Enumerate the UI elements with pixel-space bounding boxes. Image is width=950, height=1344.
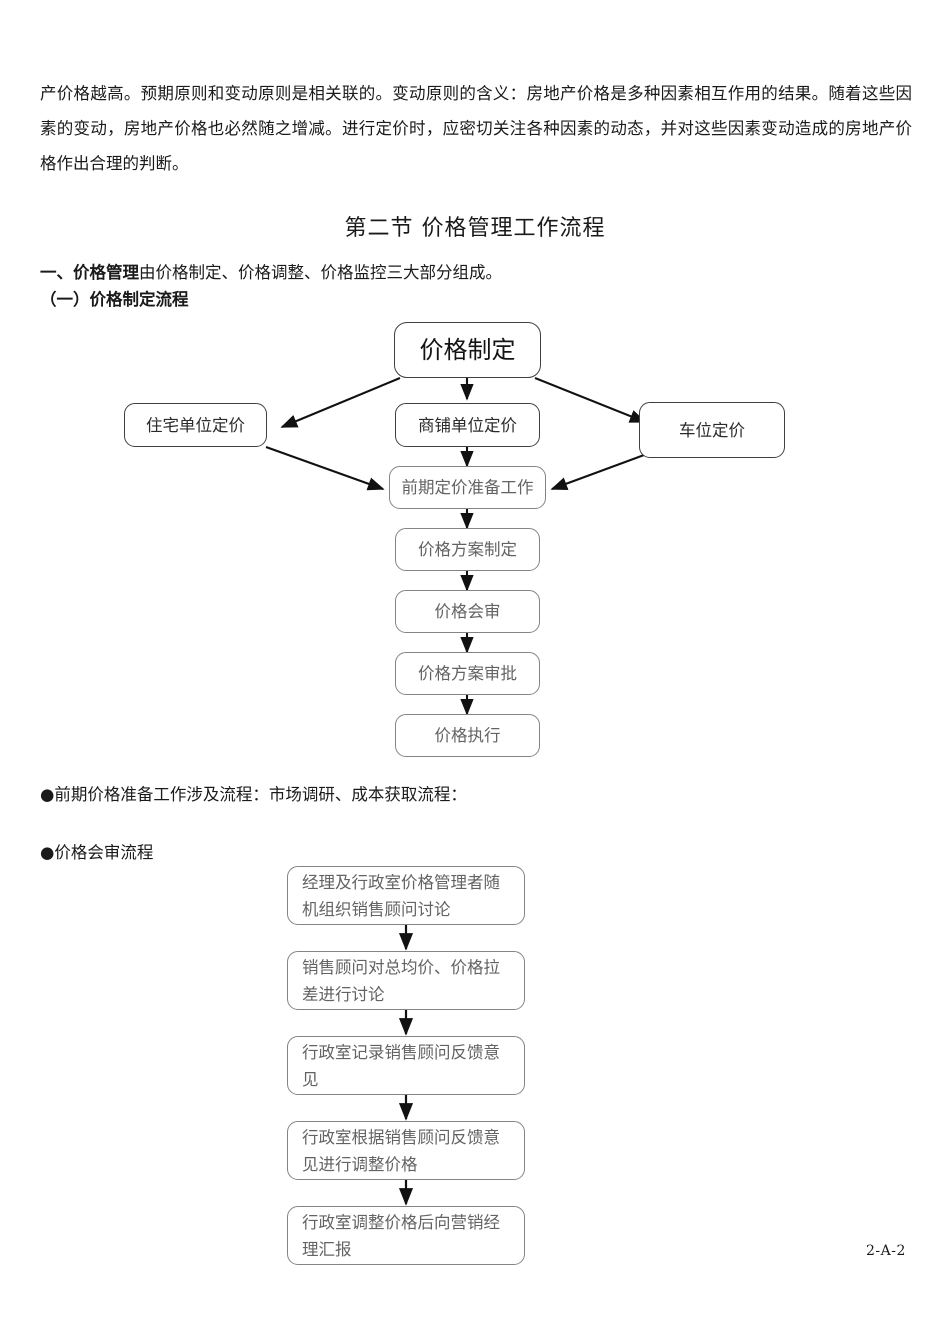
flow-node-pricing-root[interactable]: 价格制定 <box>394 322 541 378</box>
review-step-5[interactable]: 行政室调整价格后向营销经理汇报 <box>287 1206 525 1265</box>
list-item-one-sub: （一）价格制定流程 <box>40 290 189 309</box>
flowchart-pricing-connectors <box>265 377 647 716</box>
flow-node-parking-pricing[interactable]: 车位定价 <box>639 402 785 458</box>
bullet-preparation-process: ●前期价格准备工作涉及流程：市场调研、成本获取流程： <box>40 785 467 804</box>
review-step-1[interactable]: 经理及行政室价格管理者随机组织销售顾问讨论 <box>287 866 525 925</box>
flow-node-price-plan[interactable]: 价格方案制定 <box>395 528 540 571</box>
page-number-mark: 2-A-2 <box>866 1243 906 1259</box>
flow-node-price-approval[interactable]: 价格方案审批 <box>395 652 540 695</box>
intro-paragraph: 产价格越高。预期原则和变动原则是相关联的。变动原则的含义：房地产价格是多种因素相… <box>40 84 912 173</box>
list-item-one: 一、价格管理由价格制定、价格调整、价格监控三大部分组成。 <box>40 261 502 285</box>
review-step-4[interactable]: 行政室根据销售顾问反馈意见进行调整价格 <box>287 1121 525 1180</box>
flow-node-residential-pricing[interactable]: 住宅单位定价 <box>124 403 267 447</box>
list-item-one-prefix: 一、 <box>40 263 73 282</box>
flow-node-price-execution[interactable]: 价格执行 <box>395 714 540 757</box>
flow-node-price-review[interactable]: 价格会审 <box>395 590 540 633</box>
section-heading: 第二节 价格管理工作流程 <box>344 216 606 241</box>
bullet-review-process: ●价格会审流程 <box>40 843 154 862</box>
list-item-one-term: 价格管理 <box>73 263 139 282</box>
list-item-one-rest: 由价格制定、价格调整、价格监控三大部分组成。 <box>139 263 502 282</box>
flow-node-preparation[interactable]: 前期定价准备工作 <box>389 466 546 509</box>
flow-node-shop-pricing[interactable]: 商铺单位定价 <box>395 403 540 447</box>
review-step-2[interactable]: 销售顾问对总均价、价格拉差进行讨论 <box>287 951 525 1010</box>
review-step-3[interactable]: 行政室记录销售顾问反馈意见 <box>287 1036 525 1095</box>
